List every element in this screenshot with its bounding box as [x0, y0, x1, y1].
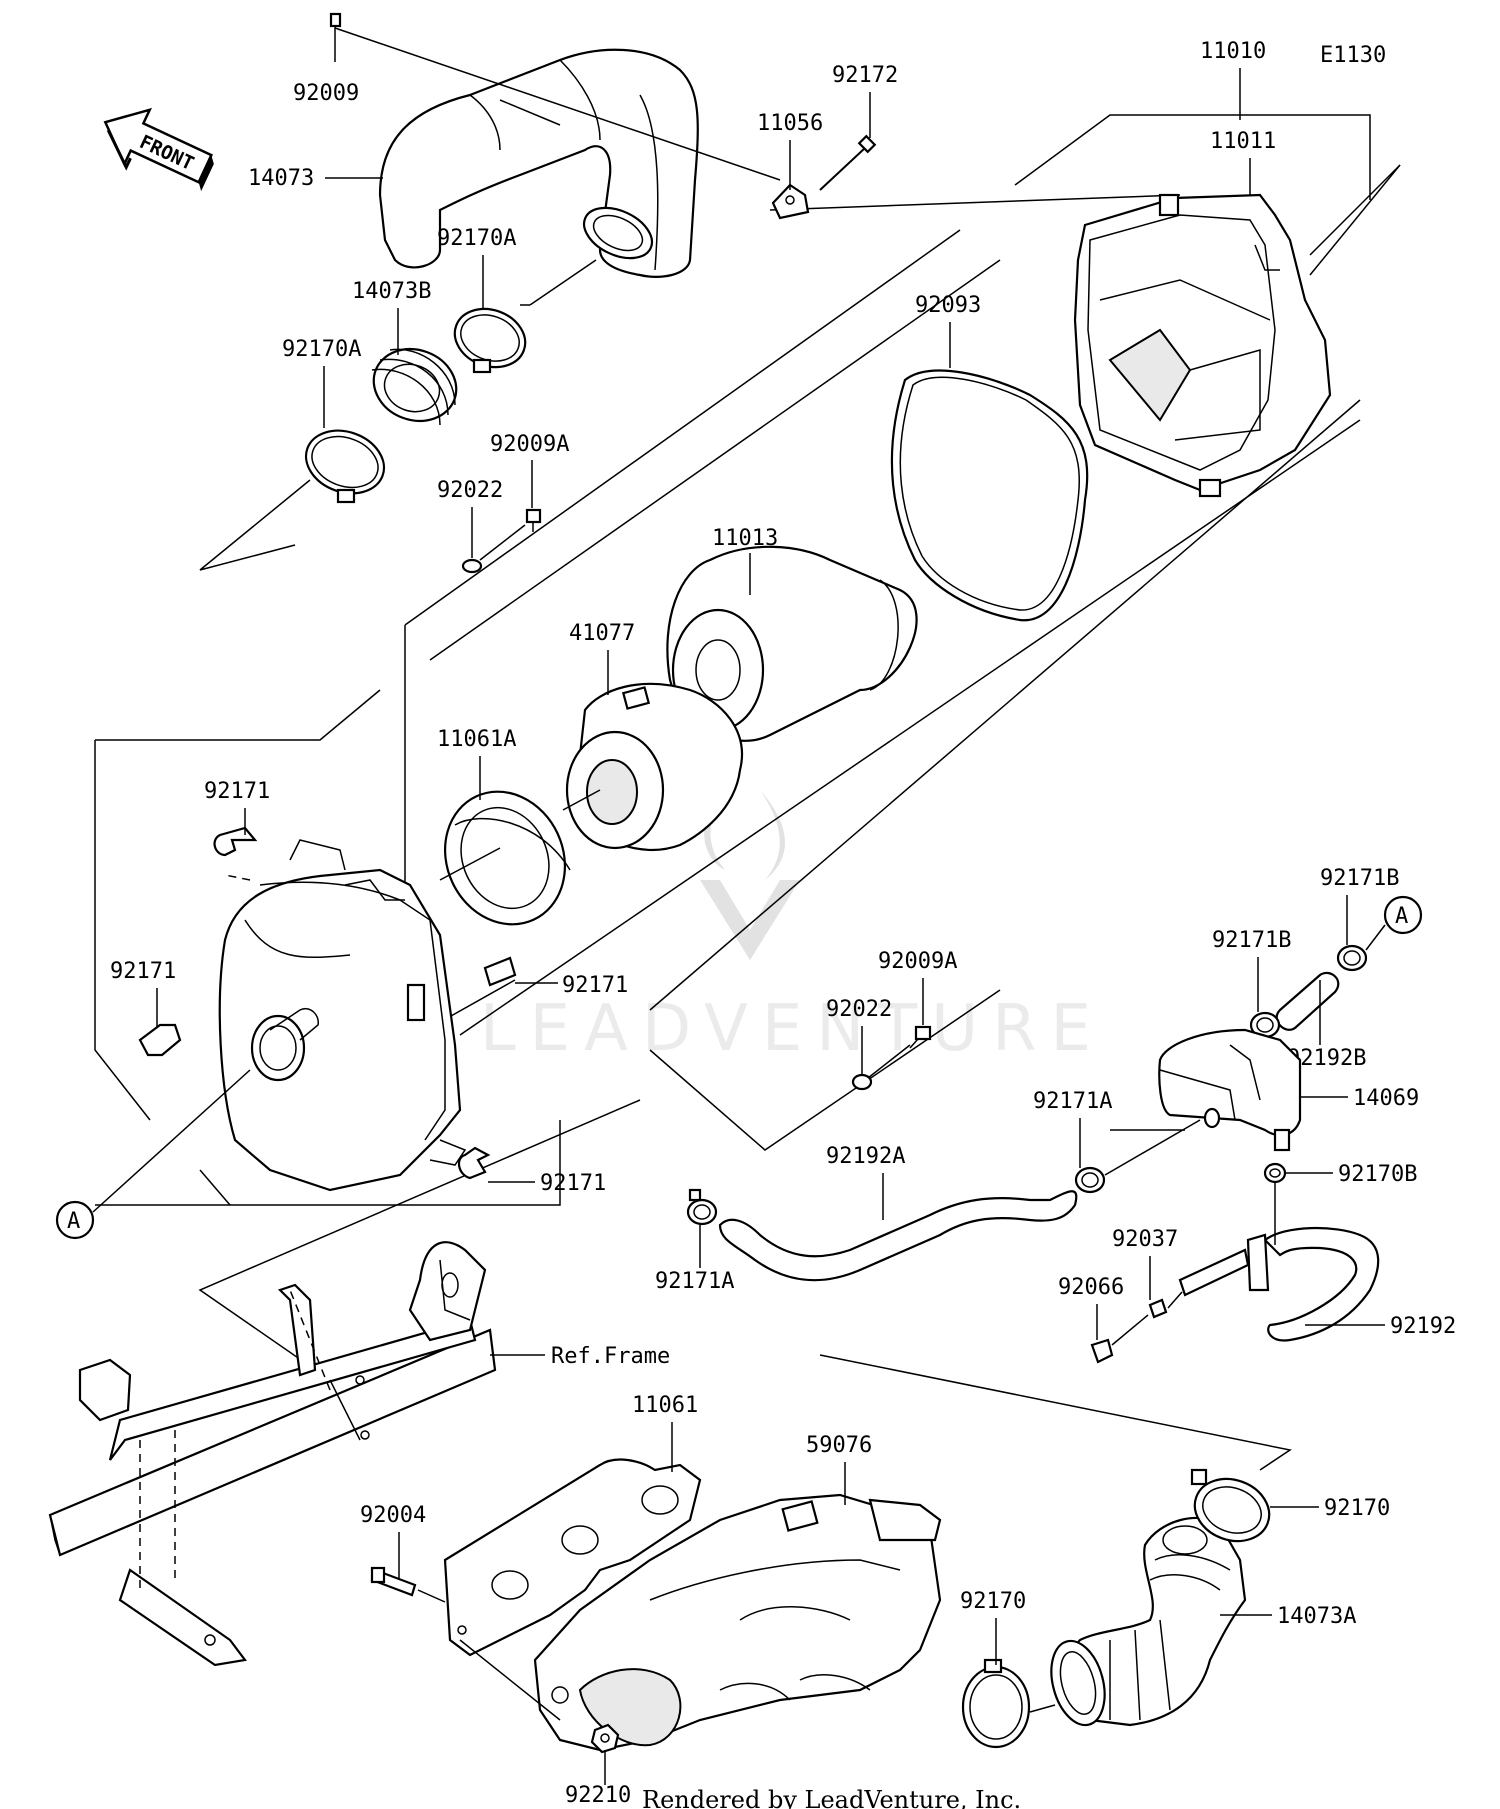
frame-ref [48, 1241, 497, 1667]
label-92170-upper: 92170 [1324, 1496, 1390, 1521]
airbox-cover [218, 839, 467, 1192]
label-41077: 41077 [569, 621, 635, 646]
bracket-11056 [771, 183, 810, 220]
washer-92022-lower [851, 1073, 873, 1091]
clip-92037 [1148, 1298, 1168, 1319]
clamp-92170-upper [1190, 1468, 1271, 1543]
label-11061: 11061 [632, 1393, 698, 1418]
clamp-92171B-upper [1336, 924, 1386, 972]
clamp-92171A-left [686, 1188, 718, 1226]
label-92172: 92172 [832, 63, 898, 88]
label-11061A: 11061A [437, 727, 516, 752]
marker-a-left: A [55, 1200, 95, 1240]
label-92037: 92037 [1112, 1227, 1178, 1252]
bolt-92009A-upper [525, 508, 542, 532]
label-92066: 92066 [1058, 1275, 1124, 1300]
clamp-92170B [1263, 1162, 1287, 1184]
label-92170B: 92170B [1338, 1162, 1417, 1187]
marker-a-right-label: A [1395, 904, 1408, 929]
bolt-92009A-lower [909, 1025, 932, 1049]
label-92022-lower: 92022 [826, 997, 892, 1022]
label-92170A-upper: 92170A [437, 226, 516, 251]
label-92192A: 92192A [826, 1144, 905, 1169]
label-92170-lower: 92170 [960, 1589, 1026, 1614]
credit-text: Rendered by LeadVenture, Inc. [642, 1786, 1021, 1809]
clip-92171-c [483, 956, 517, 987]
hose-92192B [1275, 971, 1340, 1031]
label-92022-upper: 92022 [437, 478, 503, 503]
gasket-11061 [443, 1458, 702, 1657]
label-92192: 92192 [1390, 1314, 1456, 1339]
label-11056: 11056 [757, 111, 823, 136]
clamp-92170A-lower [304, 429, 386, 504]
stud-92004 [370, 1566, 417, 1597]
bolt-92172 [819, 134, 877, 191]
diagram-code: E1130 [1320, 43, 1386, 68]
clamp-92170-lower [961, 1658, 1031, 1749]
label-14069: 14069 [1353, 1086, 1419, 1111]
label-59076: 59076 [806, 1433, 872, 1458]
watermark: LEADVENTURE [480, 780, 1105, 1066]
hose-92192 [1178, 1226, 1380, 1342]
bolt-92009 [329, 12, 342, 62]
label-92171A-left: 92171A [655, 1269, 734, 1294]
ref-frame-label: Ref.Frame [551, 1344, 670, 1369]
marker-a-left-label: A [67, 1209, 80, 1234]
marker-a-right: A [1383, 895, 1423, 935]
label-92171-b: 92171 [110, 959, 176, 984]
hose-92192A [718, 1190, 1078, 1282]
label-14073B: 14073B [352, 279, 431, 304]
seal-ring-11061A [443, 790, 571, 926]
label-92171-d: 92171 [540, 1171, 606, 1196]
label-11010: 11010 [1200, 39, 1266, 64]
label-92171B-upper: 92171B [1320, 866, 1399, 891]
label-14073A: 14073A [1277, 1604, 1356, 1629]
coupler-14073B [371, 348, 458, 426]
label-92171B-lower: 92171B [1212, 928, 1291, 953]
label-92171-a: 92171 [204, 779, 270, 804]
label-92009A-upper: 92009A [490, 432, 569, 457]
label-92004: 92004 [360, 1503, 426, 1528]
nut-92210 [590, 1723, 620, 1754]
clip-92171-d [457, 1146, 491, 1180]
clip-92171-a [213, 826, 258, 857]
clip-92171-b [138, 1023, 182, 1057]
label-92009: 92009 [293, 81, 359, 106]
clamp-92170A-upper [453, 307, 527, 374]
front-arrow-icon: FRONT [103, 107, 214, 192]
washer-92022-upper [461, 558, 483, 574]
label-92171A-right: 92171A [1033, 1089, 1112, 1114]
label-92171-c: 92171 [562, 973, 628, 998]
fitting-92066 [1090, 1338, 1114, 1364]
filter-holder-41077 [565, 682, 743, 852]
separator-14069 [1158, 1028, 1302, 1152]
label-14073: 14073 [248, 166, 314, 191]
gasket-92093 [890, 369, 1089, 622]
intake-duct-14073A [1050, 1516, 1247, 1727]
watermark-text: LEADVENTURE [480, 992, 1105, 1066]
label-92009A-lower: 92009A [878, 949, 957, 974]
label-92210: 92210 [565, 1783, 631, 1808]
label-11011: 11011 [1210, 129, 1276, 154]
airbox-case-11011 [1073, 193, 1332, 498]
label-92170A-lower: 92170A [282, 337, 361, 362]
label-11013: 11013 [712, 526, 778, 551]
intake-duct-14073 [378, 48, 699, 278]
clamp-92171A-right [1074, 1166, 1106, 1194]
